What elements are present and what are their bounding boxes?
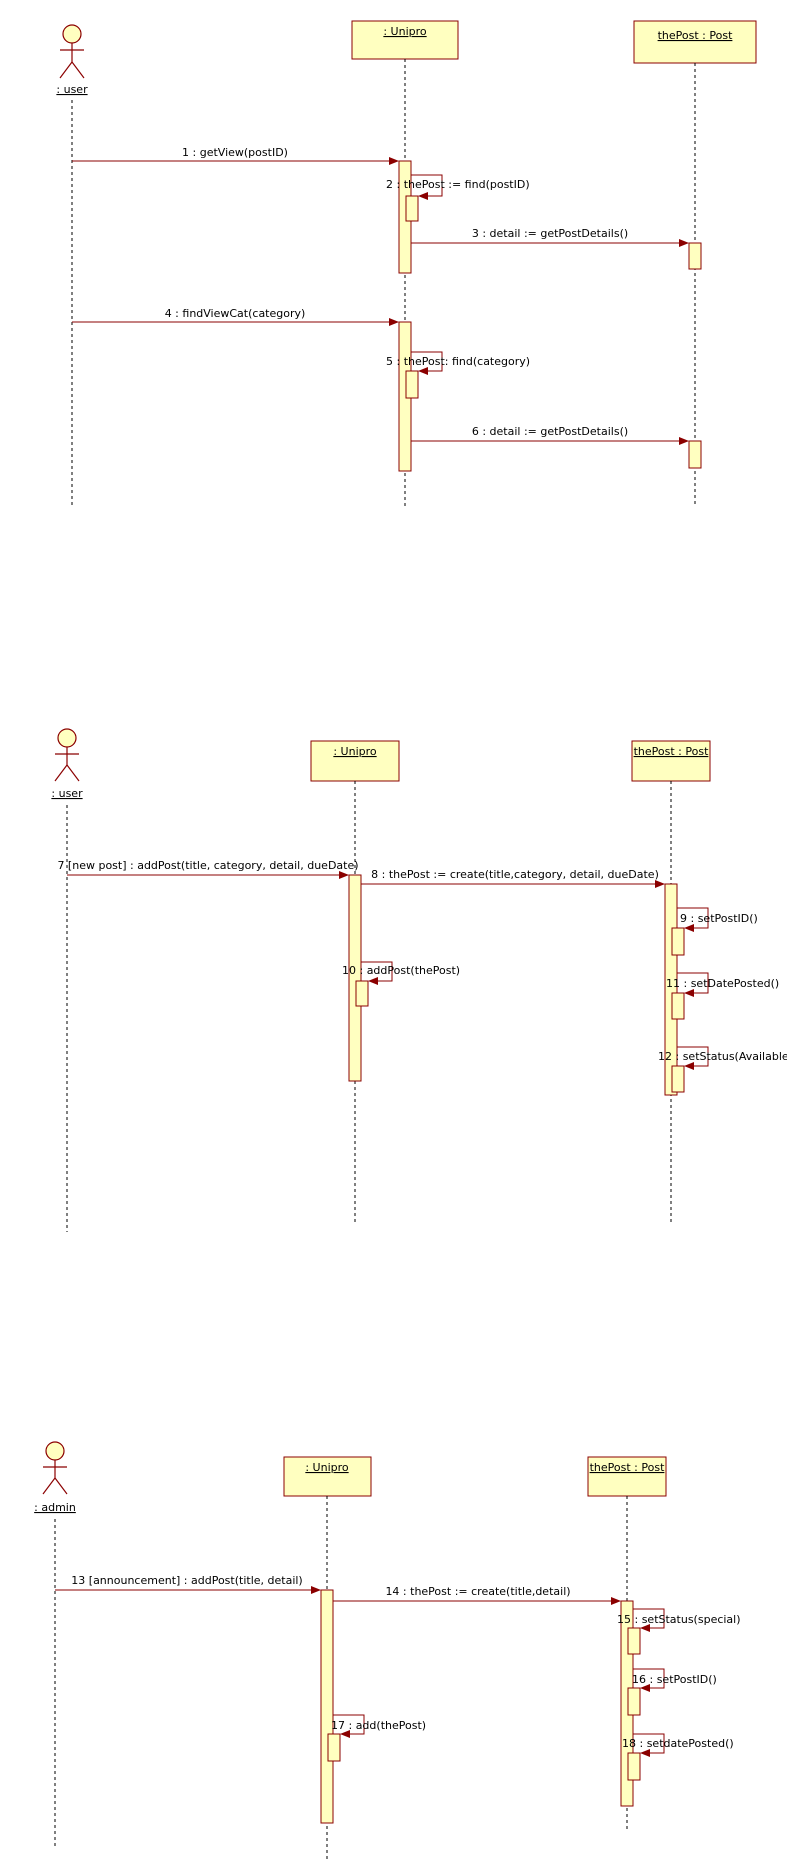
- activation-bar: [671, 1065, 685, 1093]
- object-thepost[interactable]: thePost : Post: [633, 20, 757, 64]
- activation-bar: [405, 370, 419, 399]
- activation-bar: [405, 195, 419, 222]
- sequence-diagram-2: : user : Unipro thePost : Post 7 [new po…: [51, 728, 787, 1232]
- object-unipro-label: : Unipro: [305, 1461, 349, 1474]
- message-label-17: 17 : add(thePost): [331, 1719, 426, 1732]
- message-label-15: 15 : setStatus(special): [617, 1613, 741, 1626]
- activation-bar: [688, 440, 702, 469]
- actor-user-label: : user: [51, 787, 83, 800]
- message-label-11: 11 : setDatePosted(): [666, 977, 779, 990]
- activation-bar: [627, 1687, 641, 1716]
- message-label-18: 18 : setdatePosted(): [622, 1737, 734, 1750]
- self-message-arrow[interactable]: [633, 1733, 665, 1757]
- message-label-8: 8 : thePost := create(title,category, de…: [371, 868, 659, 881]
- self-message-arrow[interactable]: [333, 1714, 365, 1738]
- actor-admin-label: : admin: [34, 1501, 76, 1514]
- message-label-10: 10 : addPost(thePost): [342, 964, 460, 977]
- self-message-arrow[interactable]: [411, 351, 443, 375]
- activation-bar: [671, 927, 685, 956]
- activation-bar: [671, 992, 685, 1020]
- actor-admin-figure[interactable]: [42, 1441, 68, 1495]
- message-label-3: 3 : detail := getPostDetails(): [472, 227, 628, 240]
- message-label-16: 16 : setPostID(): [632, 1673, 717, 1686]
- activation-bar: [627, 1627, 641, 1655]
- message-label-2: 2 : thePost := find(postID): [386, 178, 530, 191]
- message-label-4: 4 : findViewCat(category): [165, 307, 306, 320]
- actor-user-figure[interactable]: [59, 24, 85, 79]
- actor-user-figure[interactable]: [54, 728, 80, 782]
- self-message-arrow[interactable]: [677, 972, 709, 997]
- activation-bar: [320, 1589, 334, 1824]
- object-thepost[interactable]: thePost : Post: [587, 1456, 667, 1497]
- message-label-14: 14 : thePost := create(title,detail): [385, 1585, 570, 1598]
- self-message-arrow[interactable]: [633, 1608, 665, 1632]
- message-label-9: 9 : setPostID(): [680, 912, 758, 925]
- message-label-7: 7 [new post] : addPost(title, category, …: [57, 859, 358, 872]
- object-unipro[interactable]: : Unipro: [351, 20, 459, 60]
- activation-bar: [348, 874, 362, 1082]
- object-thepost-label: thePost : Post: [590, 1461, 665, 1474]
- object-unipro[interactable]: : Unipro: [310, 740, 400, 782]
- self-message-arrow[interactable]: [677, 1046, 709, 1070]
- message-label-6: 6 : detail := getPostDetails(): [472, 425, 628, 438]
- object-thepost-label: thePost : Post: [634, 745, 709, 758]
- message-label-13: 13 [announcement] : addPost(title, detai…: [71, 1574, 302, 1587]
- activation-bar: [627, 1752, 641, 1781]
- activation-bar: [688, 242, 702, 270]
- object-thepost-label: thePost : Post: [658, 29, 733, 42]
- activation-bar: [327, 1733, 341, 1762]
- object-unipro-label: : Unipro: [333, 745, 377, 758]
- object-unipro[interactable]: : Unipro: [283, 1456, 372, 1497]
- activation-bar: [355, 980, 369, 1007]
- self-message-arrow[interactable]: [677, 907, 709, 932]
- object-unipro-label: : Unipro: [383, 25, 427, 38]
- sequence-diagram-1: : user : Unipro thePost : Post 1 : getVi…: [56, 20, 757, 507]
- message-label-12: 12 : setStatus(Available): [658, 1050, 787, 1063]
- message-label-5: 5 : thePost: find(category): [386, 355, 530, 368]
- self-message-arrow[interactable]: [633, 1668, 665, 1692]
- actor-user-label: : user: [56, 83, 88, 96]
- self-message-arrow[interactable]: [361, 961, 393, 985]
- sequence-diagram-3: : admin : Unipro thePost : Post 13 [anno…: [34, 1441, 741, 1861]
- message-label-1: 1 : getView(postID): [182, 146, 288, 159]
- object-thepost[interactable]: thePost : Post: [631, 740, 711, 782]
- self-message-arrow[interactable]: [411, 174, 443, 200]
